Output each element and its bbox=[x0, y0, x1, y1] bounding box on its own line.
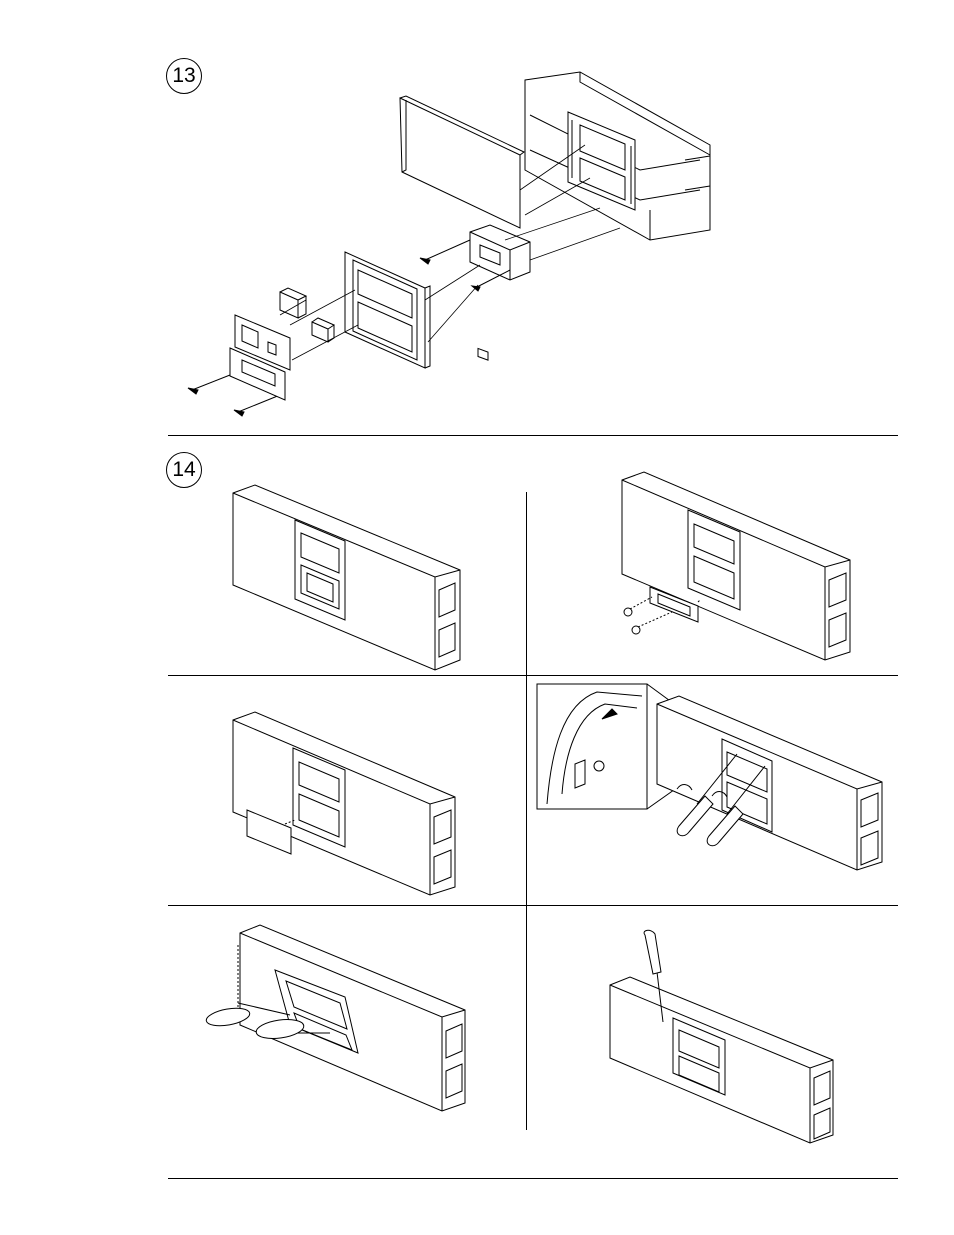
socket-module bbox=[470, 225, 530, 360]
panel-column-divider bbox=[526, 492, 527, 1130]
panel-row-divider-2 bbox=[168, 905, 898, 906]
section-divider-bottom bbox=[168, 1178, 898, 1179]
panel-c-remove-blank-plate bbox=[225, 712, 460, 897]
data-jacks bbox=[280, 288, 334, 342]
panel-b-remove-cover-screws bbox=[610, 472, 860, 672]
screw-1-icon bbox=[624, 608, 632, 616]
step-14-badge: 14 bbox=[166, 452, 202, 488]
front-cover-lid bbox=[400, 96, 524, 228]
section-divider-top bbox=[168, 435, 898, 436]
outer-frame bbox=[345, 252, 430, 368]
exploded-assembly-figure bbox=[180, 60, 740, 430]
screw-2-icon bbox=[632, 626, 640, 634]
detail-inset bbox=[537, 684, 647, 809]
panel-a-trunking-installed bbox=[225, 485, 465, 670]
panel-f-release-clip bbox=[605, 930, 840, 1145]
panel-d-release-frame-detail bbox=[537, 684, 887, 884]
panel-e-pry-frame-out bbox=[210, 925, 470, 1125]
panel-row-divider-1 bbox=[168, 675, 898, 676]
